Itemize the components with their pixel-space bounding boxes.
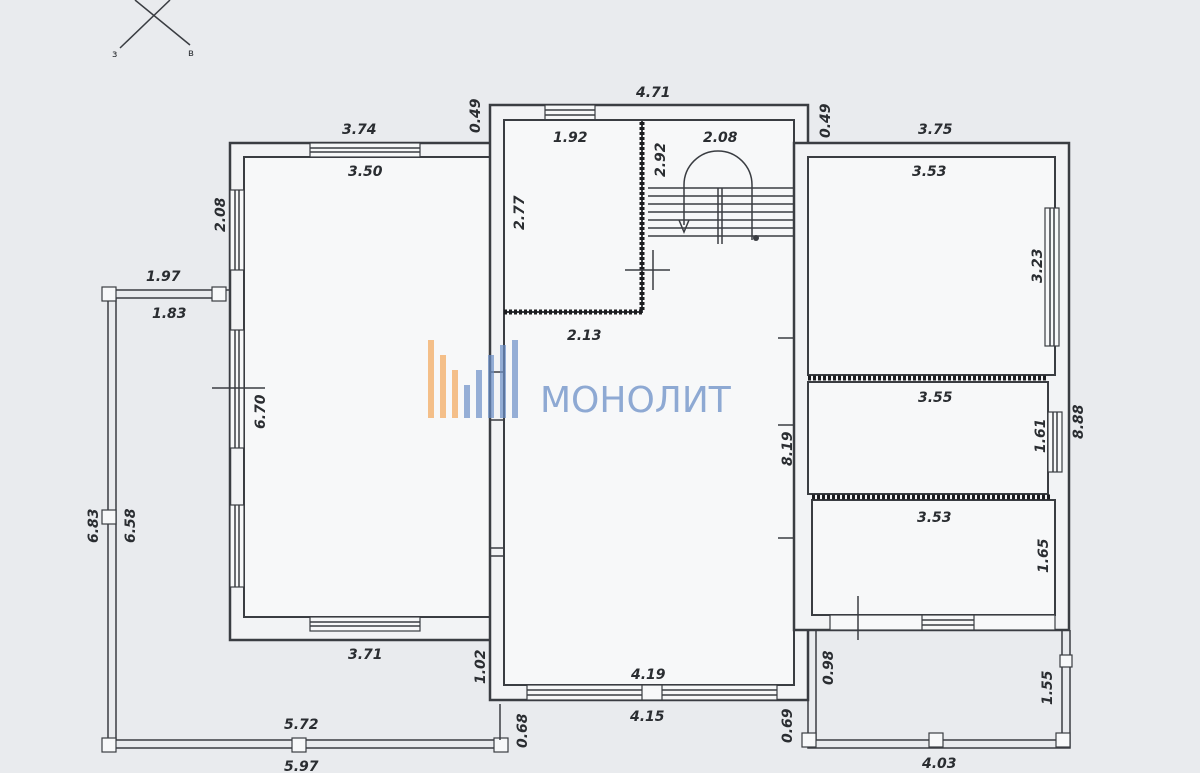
- dim-left-step: 1.02: [473, 649, 489, 684]
- dim-right-room2-height: 1.61: [1033, 418, 1049, 453]
- dim-right-room1-width: 3.53: [912, 164, 947, 180]
- dim-top-left-inner: 3.50: [348, 164, 383, 180]
- staircase: [648, 150, 794, 244]
- right-room-window-1: [1044, 207, 1060, 347]
- terrace-post-tl: [101, 286, 117, 302]
- dim-bottom-left-068: 0.68: [515, 713, 531, 748]
- dim-center-top: 4.71: [635, 85, 671, 101]
- compass: з в: [112, 0, 194, 60]
- compass-line-1: [134, 0, 191, 46]
- dim-terrace-bottom-outer: 5.97: [284, 759, 319, 773]
- dim-terrace-outer-top: 1.97: [146, 269, 181, 285]
- logo-text: МОНОЛИТ: [540, 380, 732, 421]
- porch-post-br: [1055, 732, 1071, 748]
- dim-small-room-width: 1.92: [553, 130, 588, 146]
- terrace-post-bl: [101, 737, 117, 753]
- porch-post-bm: [928, 732, 944, 748]
- dim-big-room-height: 6.70: [253, 394, 269, 429]
- center-bottom-mullion: [641, 684, 663, 701]
- dim-terrace-inner-height: 6.58: [123, 508, 139, 543]
- dim-total-right-height: 8.88: [1071, 404, 1087, 439]
- right-block: [792, 141, 1071, 640]
- dim-small-room-height: 2.77: [512, 195, 528, 230]
- small-room-partition: [504, 120, 645, 315]
- dim-terrace-inner-top: 1.83: [152, 306, 187, 322]
- dim-porch-width: 4.03: [921, 756, 957, 772]
- left-big-room: [212, 141, 502, 642]
- dim-terrace-bottom-inner: 5.72: [284, 717, 319, 733]
- logo-watermark: МОНОЛИТ: [428, 340, 732, 421]
- dimension-labels: 3.74 3.50 2.08 0.49 4.71 0.49 3.75 1.92 …: [86, 85, 1087, 773]
- right-room-1: [807, 156, 1056, 376]
- dim-right-top-outer: 3.75: [918, 122, 953, 138]
- dim-big-room-bottom: 3.71: [348, 647, 383, 663]
- dim-wall-049-left: 0.49: [468, 98, 484, 133]
- right-room-3: [811, 499, 1056, 616]
- terrace-post-bm: [291, 737, 307, 753]
- porch-post-bl: [801, 732, 817, 748]
- dim-corridor-width: 2.13: [567, 328, 602, 344]
- stair-direction-arc: [683, 150, 753, 240]
- dim-right-room2-width: 3.55: [918, 390, 953, 406]
- left-room-window-3: [229, 504, 245, 588]
- compass-east-label: в: [188, 48, 194, 59]
- compass-west-label: з: [112, 49, 117, 60]
- right-porch: [801, 630, 1073, 749]
- dim-right-room1-height: 3.23: [1030, 248, 1046, 283]
- dim-stair-wall: 2.92: [653, 142, 669, 177]
- dim-top-left-outer: 3.74: [342, 122, 377, 138]
- dim-hall-bottom-inner: 4.19: [630, 667, 666, 683]
- dim-porch-step: 0.98: [821, 650, 837, 685]
- dim-wall-049-right: 0.49: [818, 103, 834, 138]
- dim-left-wall-window: 2.08: [213, 197, 229, 232]
- terrace-post-tr: [211, 286, 227, 302]
- stair-start-dot: [753, 235, 759, 241]
- small-room: [503, 119, 643, 313]
- dim-bottom-right-069: 0.69: [780, 708, 796, 743]
- right-room-window-2: [1047, 411, 1063, 473]
- left-terrace: [101, 286, 509, 753]
- dim-porch-height: 1.55: [1040, 670, 1056, 705]
- terrace-post-ml: [101, 509, 117, 525]
- porch-post-r: [1059, 654, 1073, 668]
- left-room-inner: [243, 156, 491, 618]
- center-top-window: [544, 104, 596, 121]
- terrace-post-br: [493, 737, 509, 753]
- logo-mark: [428, 340, 518, 418]
- compass-line-2: [119, 0, 171, 49]
- dim-stair-width: 2.08: [703, 130, 738, 146]
- left-room-window-1: [229, 189, 245, 271]
- right-bottom-window: [921, 614, 975, 631]
- left-room-window-2: [229, 329, 245, 449]
- center-block: [488, 103, 825, 702]
- left-room-top-window: [309, 142, 421, 158]
- dim-hall-bottom-outer: 4.15: [629, 709, 665, 725]
- dim-right-room3-width: 3.53: [917, 510, 952, 526]
- dim-right-room3-height: 1.65: [1036, 538, 1052, 573]
- stair-arrow: [678, 219, 690, 234]
- dim-hall-height: 8.19: [780, 431, 796, 466]
- left-room-bottom-window: [309, 616, 421, 632]
- dim-terrace-outer-height: 6.83: [86, 508, 102, 543]
